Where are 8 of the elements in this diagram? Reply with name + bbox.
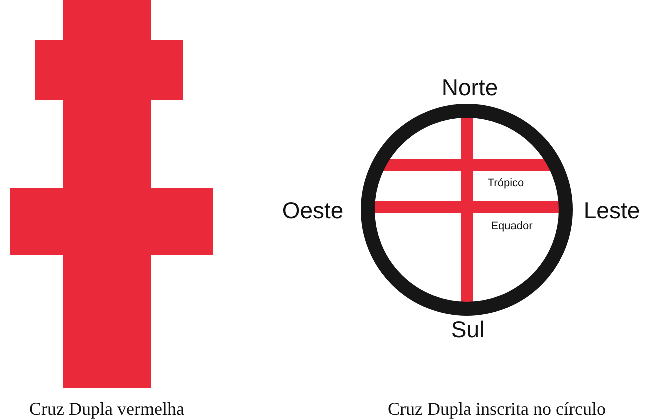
figure-caption: Cruz Dupla inscrita no círculo — [388, 400, 606, 418]
figure-caption: Cruz Dupla vermelha — [30, 400, 184, 418]
direction-label: Norte — [442, 76, 498, 100]
direction-label: Leste — [584, 200, 640, 222]
direction-label: Oeste — [282, 200, 344, 222]
line-label: Trópico — [488, 178, 524, 190]
direction-label: Sul — [451, 318, 485, 342]
line-label: Equador — [491, 222, 533, 232]
